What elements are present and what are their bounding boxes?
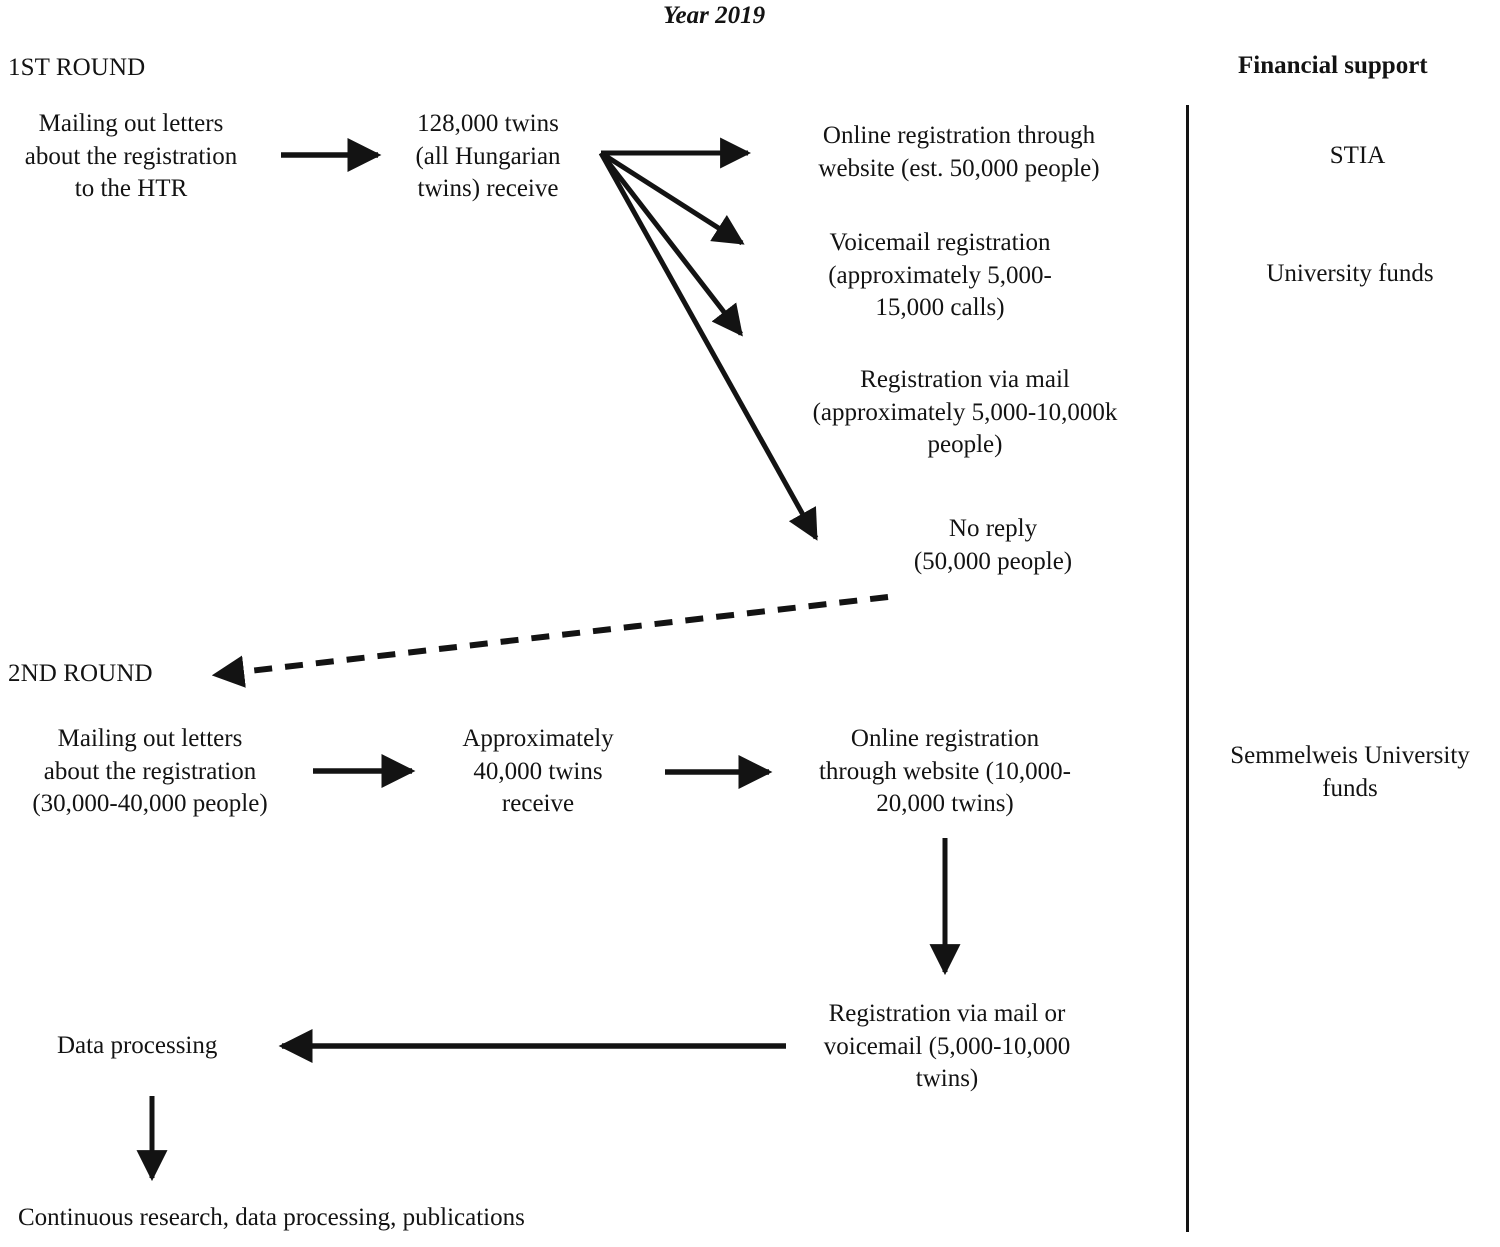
- financial-support-item-university-funds: University funds: [1266, 260, 1434, 287]
- arrow-r1-to-voicemail: [599, 150, 745, 246]
- node-round2-online: Online registration through website (10,…: [818, 725, 1072, 817]
- node-round2-recipients: Approximately 40,000 twins receive: [462, 725, 614, 817]
- node-round1-recipients: 128,000 twins (all Hungarian twins) rece…: [415, 110, 561, 202]
- node-data-processing: Data processing: [57, 1032, 218, 1059]
- arrow-noreply-to-round2-dashed: [211, 594, 889, 688]
- node-round1-mailing: Mailing out letters about the registrati…: [24, 110, 238, 202]
- node-round1-online: Online registration through website (est…: [818, 122, 1100, 182]
- node-round2-mail-voicemail: Registration via mail or voicemail (5,00…: [823, 1000, 1071, 1092]
- figure-title: Year 2019: [663, 2, 766, 29]
- financial-support-item-semmelweis-funds: Semmelweis University funds: [1230, 742, 1470, 802]
- node-round1-voicemail: Voicemail registration (approximately 5,…: [828, 229, 1052, 321]
- node-round1-mail: Registration via mail (approximately 5,0…: [812, 366, 1118, 458]
- round-label-1: 1ST ROUND: [8, 54, 146, 81]
- column-divider: [1186, 105, 1189, 1232]
- arrow-r1-to-mail: [599, 151, 743, 337]
- arrow-r1-to-noreply: [598, 151, 819, 541]
- round-label-2: 2ND ROUND: [8, 660, 153, 687]
- financial-support-item-stia: STIA: [1329, 142, 1386, 169]
- financial-support-header: Financial support: [1238, 52, 1428, 79]
- node-continuous-research: Continuous research, data processing, pu…: [18, 1204, 525, 1231]
- node-round1-noreply: No reply (50,000 people): [913, 515, 1073, 575]
- node-round2-mailing: Mailing out letters about the registrati…: [32, 725, 268, 817]
